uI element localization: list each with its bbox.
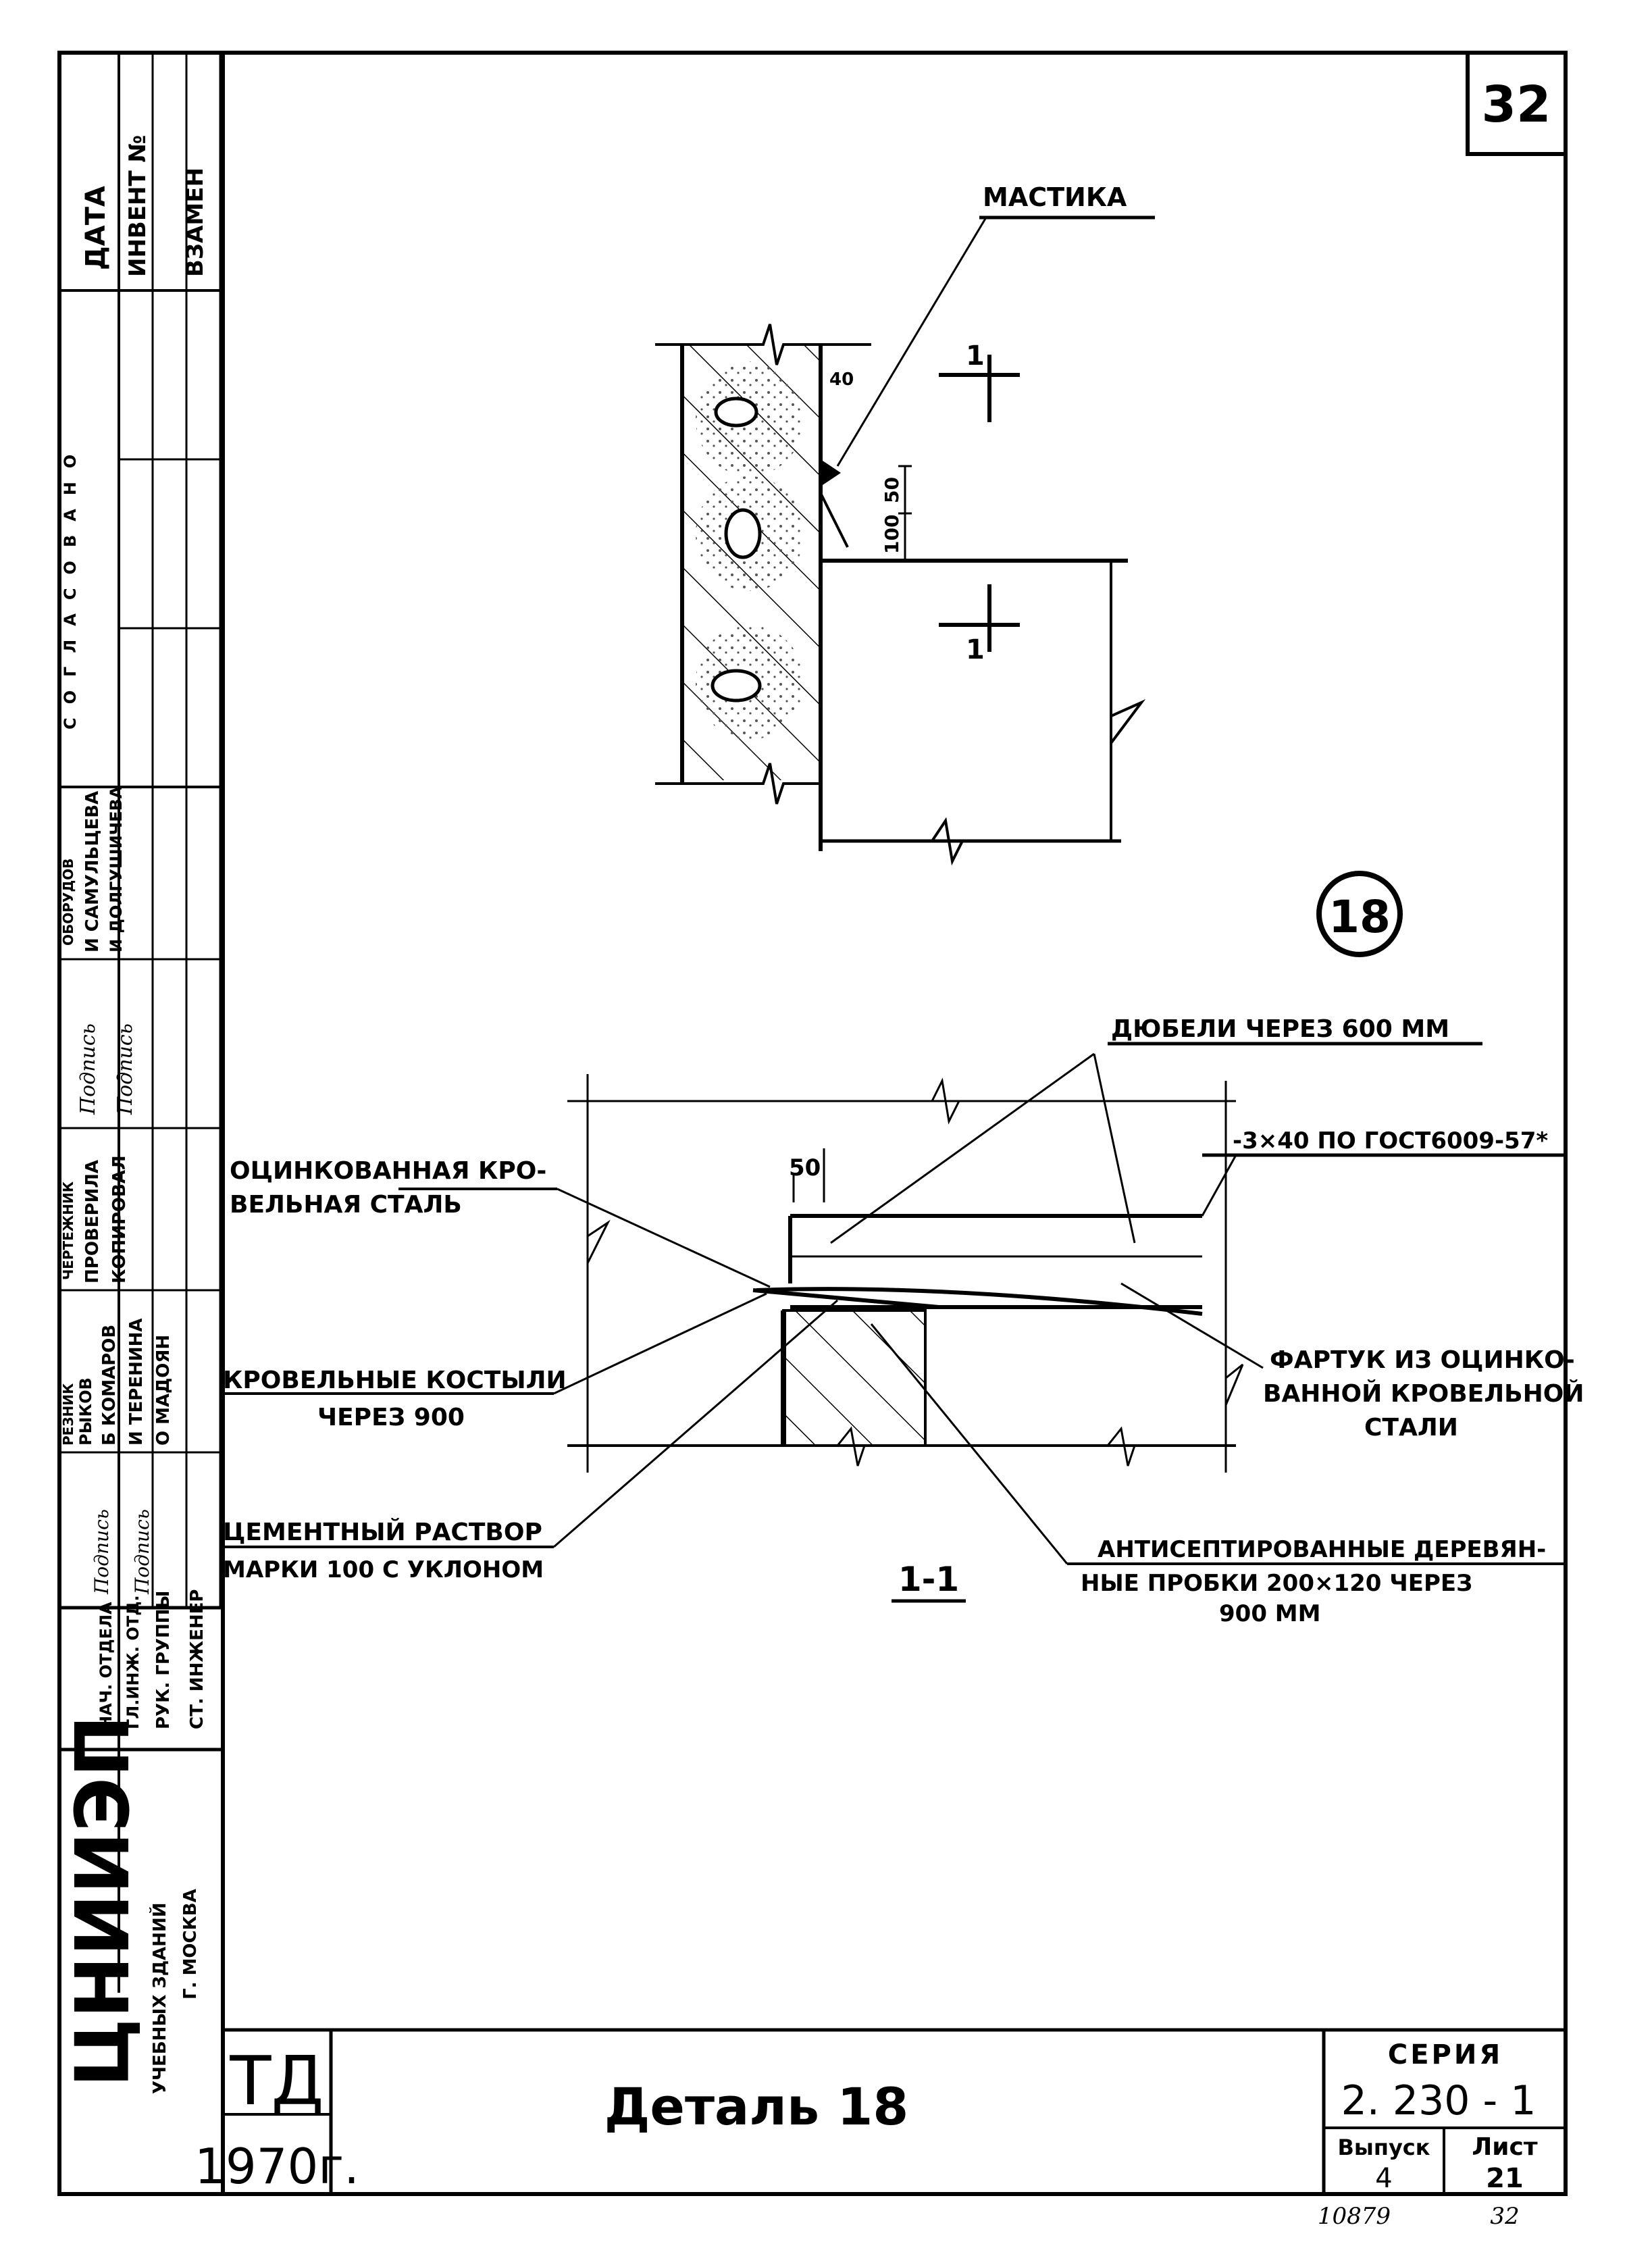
stamp-role-2: РУК. ГРУППЫ <box>153 1591 174 1729</box>
stamp-name-c1: РЫКОВ <box>76 1377 95 1446</box>
stamp-header-date: ДАТА <box>80 186 111 270</box>
label-mortar-2: МАРКИ 100 С УКЛОНОМ <box>223 1556 544 1583</box>
drawing-title: Деталь 18 <box>604 2077 909 2137</box>
section-view: 50 ДЮБЕЛИ ЧЕРЕЗ 600 ММ -3×40 ПО ГОСТ6009… <box>223 1015 1584 1627</box>
title-block: ТД 1970г. Деталь 18 СЕРИЯ 2. 230 - 1 Вып… <box>195 2028 1566 2230</box>
label-apron-3: СТАЛИ <box>1364 1414 1458 1442</box>
section-mark: 1-1 <box>898 1560 959 1599</box>
sheet-label: Лист <box>1472 2133 1537 2161</box>
stamp-signature-3: Подпись <box>91 1509 113 1595</box>
stamp-name-b1: ПРОВЕРИЛА <box>82 1160 103 1283</box>
side-stamp: ДАТА ИНВЕНТ № ВЗАМЕН СОГЛАСОВАНО ОБОРУДО… <box>59 53 223 2094</box>
title-code: ТД <box>229 2041 324 2120</box>
detail-marker-number: 18 <box>1328 891 1391 943</box>
section-dim-50: 50 <box>789 1154 821 1181</box>
org-sub1: УЧЕБНЫХ ЗДАНИЙ <box>149 1903 170 2094</box>
sheet-number: 32 <box>1482 76 1551 134</box>
title-year: 1970г. <box>195 2138 359 2195</box>
stamp-role-3: СТ. ИНЖЕНЕР <box>187 1589 207 1729</box>
stamp-header-replaces: ВЗАМЕН <box>182 168 209 277</box>
cut-mark-top: 1 <box>966 340 985 372</box>
outer-frame <box>57 51 1568 2196</box>
issue-value: 4 <box>1375 2163 1392 2194</box>
stamp-name-a2: И ДОЛГУШИЧЕВА <box>107 786 126 952</box>
stamp-vertical-agreed: СОГЛАСОВАНО <box>61 441 80 730</box>
stamp-role-0: НАЧ. ОТДЕЛА <box>97 1602 115 1729</box>
label-plugs-1: АНТИСЕПТИРОВАННЫЕ ДЕРЕВЯН- <box>1098 1536 1546 1563</box>
detail-marker: 18 <box>1316 871 1403 957</box>
stamp-signature-2: Подпись <box>113 1023 137 1115</box>
label-apron-1: ФАРТУК ИЗ ОЦИНКО- <box>1270 1346 1575 1374</box>
stamp-name-a1: И САМУЛЬЦЕВА <box>82 791 103 952</box>
plan-view: 40 50 100 1 1 МАСТИКА <box>655 182 1155 866</box>
label-apron-2: ВАННОЙ КРОВЕЛЬНОЙ <box>1263 1379 1584 1408</box>
sheet-value: 21 <box>1486 2163 1524 2194</box>
stamp-name-b0: ЧЕРТЕЖНИК <box>60 1181 76 1280</box>
stamp-name-b2: КОПИРОВАЛ <box>109 1155 130 1283</box>
label-crutches-2: ЧЕРЕЗ 900 <box>317 1404 465 1431</box>
label-dowels: ДЮБЕЛИ ЧЕРЕЗ 600 ММ <box>1111 1015 1449 1043</box>
issue-label: Выпуск <box>1338 2135 1430 2160</box>
label-mortar-1: ЦЕМЕНТНЫЙ РАСТВОР <box>223 1518 542 1546</box>
plan-dim-40: 40 <box>829 370 854 390</box>
stamp-role-1: ГЛ.ИНЖ. ОТД. <box>124 1595 143 1729</box>
label-crutches-1: КРОВЕЛЬНЫЕ КОСТЫЛИ <box>223 1367 567 1394</box>
org-sub2: Г. МОСКВА <box>180 1889 201 1999</box>
stamp-name-a0: ОБОРУДОВ <box>60 859 76 946</box>
stamp-name-c3: И ТЕРЕНИНА <box>126 1318 147 1446</box>
stamp-name-c2: Б КОМАРОВ <box>99 1325 120 1446</box>
stamp-header-inventory: ИНВЕНТ № <box>124 135 151 277</box>
stamp-signature-1: Подпись <box>76 1023 100 1115</box>
cut-mark-bottom: 1 <box>966 634 985 665</box>
series-label: СЕРИЯ <box>1388 2039 1503 2070</box>
label-plugs-3: 900 ММ <box>1219 1600 1320 1627</box>
label-strip: -3×40 ПО ГОСТ6009-57* <box>1233 1127 1548 1154</box>
footer-left: 10879 <box>1318 2203 1391 2230</box>
stamp-name-c0: РЕЗНИК <box>60 1383 76 1446</box>
org-name: ЦНИИЭП <box>59 1715 146 2087</box>
plan-dim-50: 50 <box>881 477 903 503</box>
series-value: 2. 230 - 1 <box>1341 2077 1537 2124</box>
stamp-name-c4: О МАДОЯН <box>153 1335 174 1446</box>
label-mastic: МАСТИКА <box>983 182 1127 212</box>
label-plugs-2: НЫЕ ПРОБКИ 200×120 ЧЕРЕЗ <box>1081 1570 1472 1597</box>
sheet-number-box: 32 <box>1466 51 1568 156</box>
stamp-signature-4: Подпись <box>131 1509 153 1595</box>
label-steel-1: ОЦИНКОВАННАЯ КРО- <box>230 1157 546 1185</box>
footer-right: 32 <box>1490 2203 1519 2230</box>
plan-dim-100: 100 <box>881 515 903 554</box>
label-steel-2: ВЕЛЬНАЯ СТАЛЬ <box>230 1191 462 1219</box>
